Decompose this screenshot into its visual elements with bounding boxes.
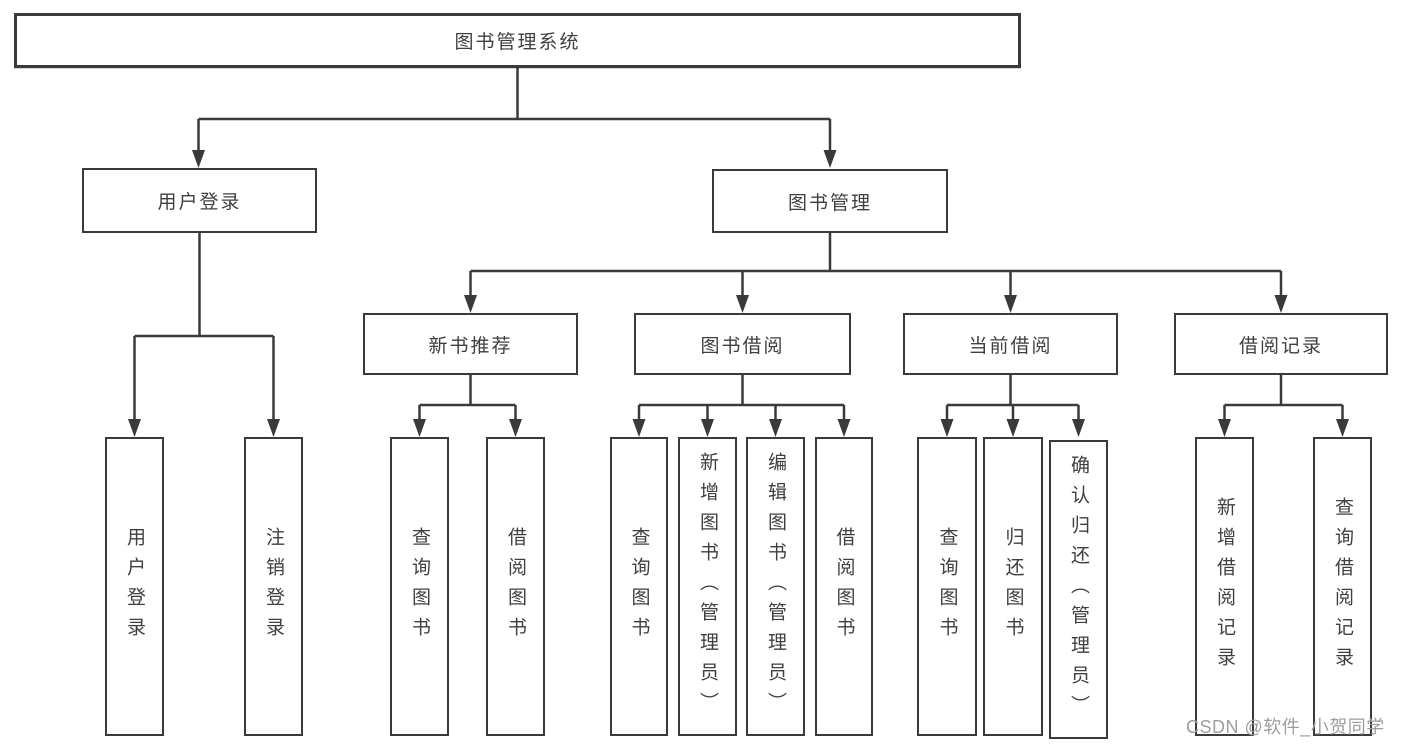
node-current-borrow: 当前借阅 [903,313,1118,375]
node-new-book-recommend: 新书推荐 [363,313,578,375]
node-query-books-recommend: 查询图书 [390,437,449,736]
node-add-books-admin: 新增图书（管理员） [678,437,737,736]
node-return-books: 归还图书 [983,437,1043,736]
node-add-borrow-record: 新增借阅记录 [1195,437,1254,736]
csdn-watermark: CSDN @软件_小贺同学 [1186,717,1385,737]
node-query-books-borrow: 查询图书 [610,437,668,736]
node-user-login-leaf: 用户登录 [105,437,164,736]
node-borrow-books-leaf: 借阅图书 [815,437,873,736]
node-book-management-branch: 图书管理 [712,169,948,233]
node-root-system: 图书管理系统 [14,13,1021,68]
node-borrow-books-recommend: 借阅图书 [486,437,545,736]
node-logout-leaf: 注销登录 [244,437,303,736]
node-query-borrow-record: 查询借阅记录 [1313,437,1372,736]
node-confirm-return-admin: 确认归还（管理员） [1049,440,1108,739]
node-borrow-records: 借阅记录 [1174,313,1388,375]
node-edit-books-admin: 编辑图书（管理员） [746,437,805,736]
node-query-books-current: 查询图书 [917,437,977,736]
node-book-borrow: 图书借阅 [634,313,851,375]
node-user-login-branch: 用户登录 [82,168,317,233]
